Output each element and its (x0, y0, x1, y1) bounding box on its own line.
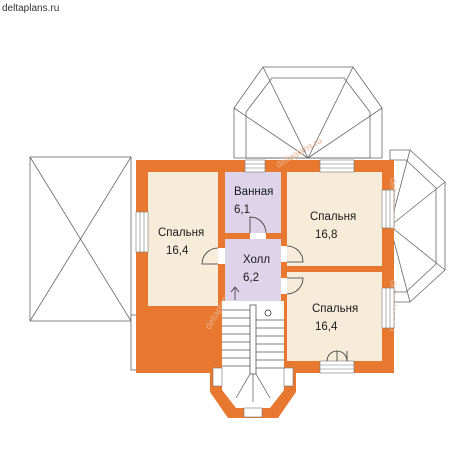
windows (135, 159, 395, 418)
label-hall-area: 6,2 (243, 272, 259, 284)
stair-direction-arrow-icon (230, 286, 240, 300)
label-bedroom-top-area: 16,8 (315, 229, 337, 241)
label-bathroom-name: Ванная (234, 186, 273, 198)
label-bedroom-bottom-area: 16,4 (315, 321, 338, 333)
site-watermark: deltaplans.ru (2, 3, 59, 14)
label-bedroom-bottom-name: Спальня (312, 303, 358, 315)
room-bedroom-left (148, 172, 218, 306)
roof-turret-top (233, 66, 383, 159)
label-hall-name: Холл (243, 254, 270, 266)
label-bathroom-area: 6,1 (234, 204, 250, 216)
label-bedroom-top-name: Спальня (310, 211, 356, 223)
room-bathroom (225, 172, 281, 233)
label-bedroom-left-name: Спальня (158, 227, 204, 239)
doors (201, 216, 348, 362)
room-hall (225, 239, 281, 301)
room-bedroom-bottom (287, 272, 382, 361)
room-bedroom-top (287, 172, 382, 266)
label-bedroom-left-area: 16,4 (166, 245, 189, 257)
room-labels: Спальня 16,4 Ванная 6,1 Спальня 16,8 Хол… (158, 186, 358, 333)
staircase (222, 286, 284, 408)
